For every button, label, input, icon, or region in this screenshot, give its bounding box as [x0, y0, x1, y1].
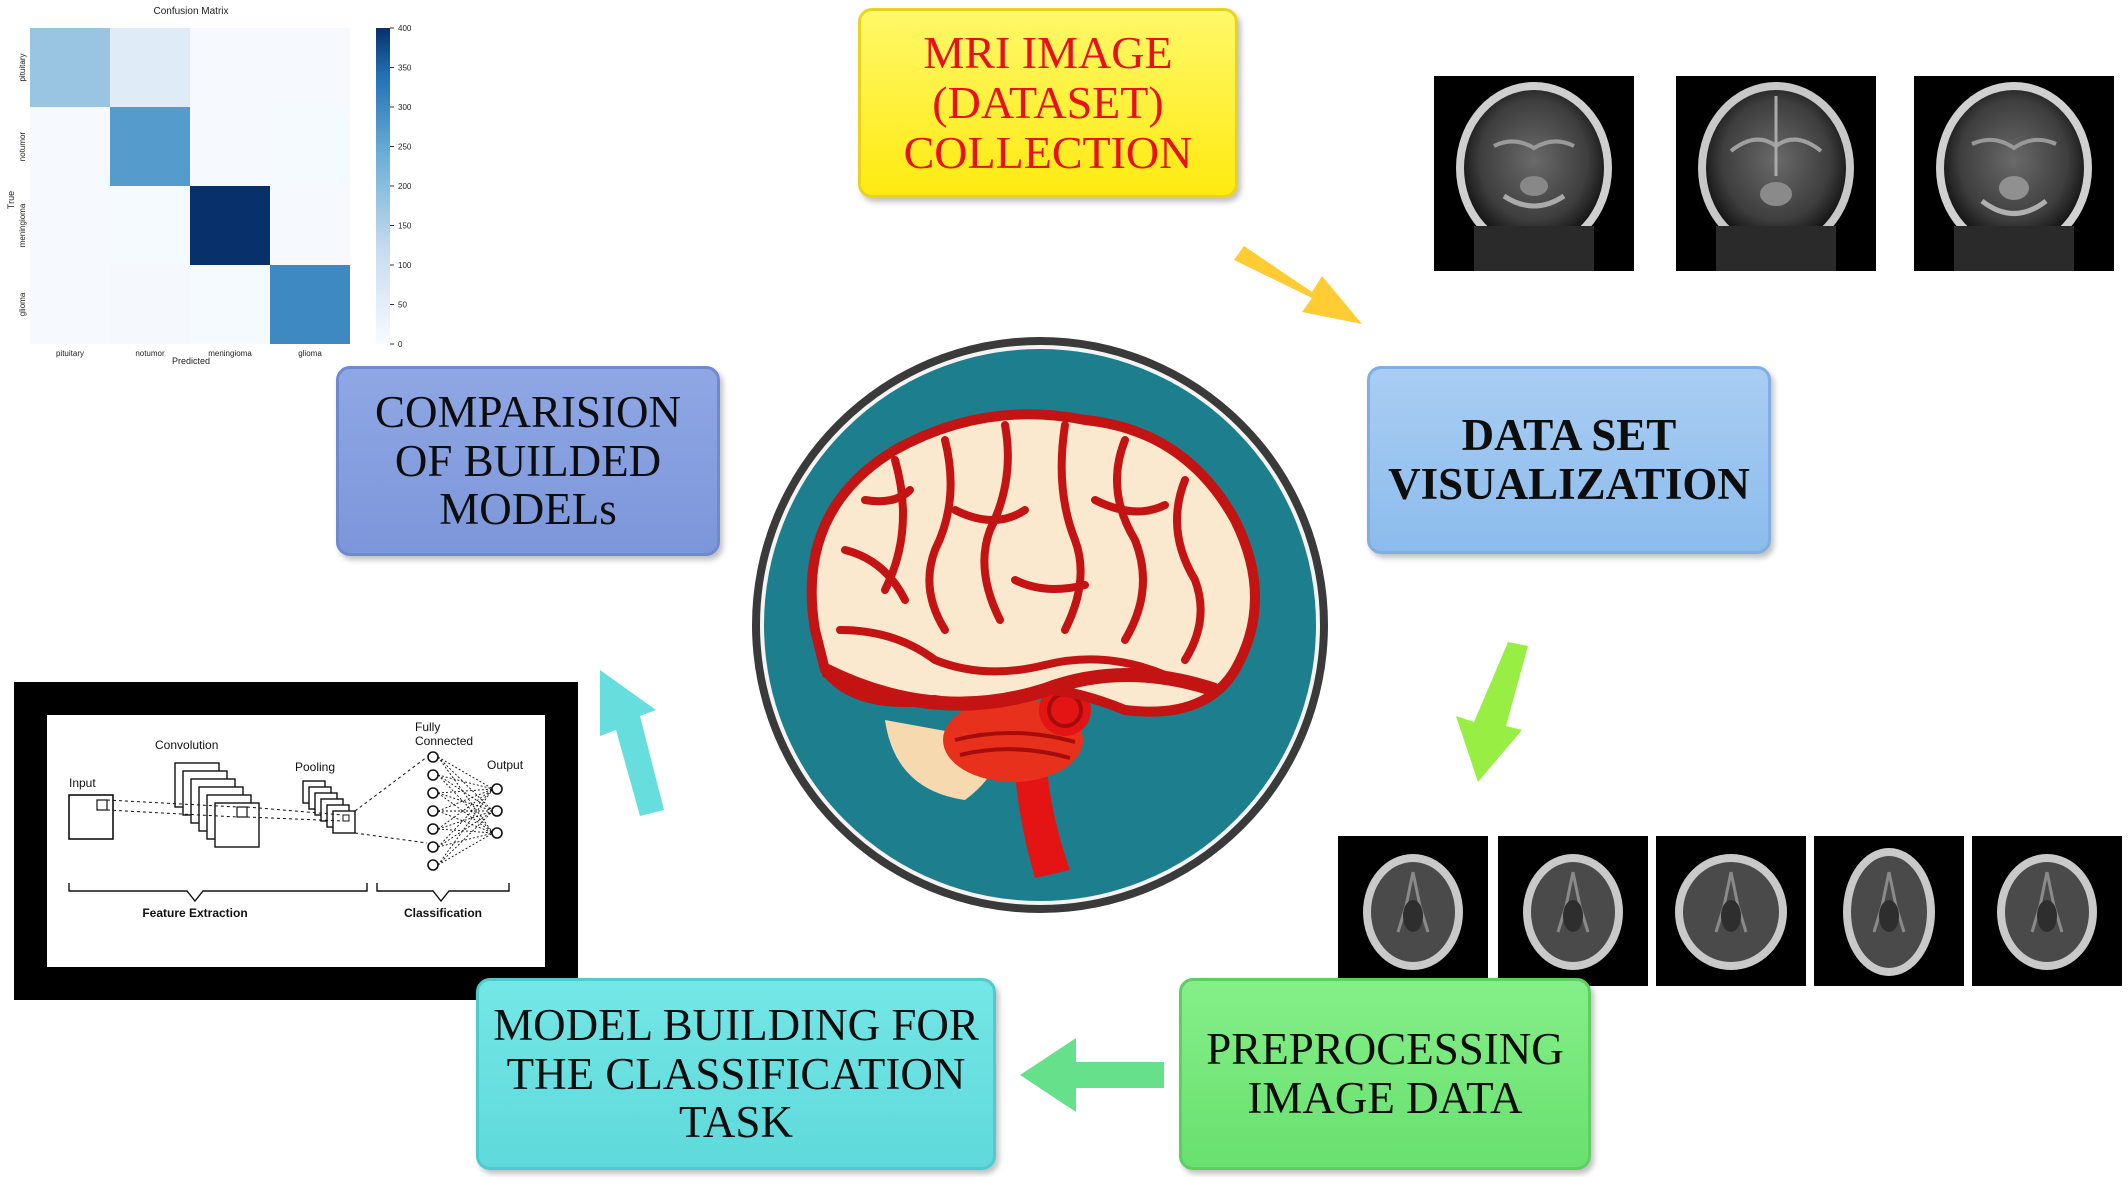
stage-mri-collection: MRI IMAGE (DATASET) COLLECTION — [858, 8, 1238, 198]
mri-axial-image — [1972, 836, 2122, 986]
mri-axial-image — [1656, 836, 1806, 986]
heatmap-cell — [110, 186, 190, 265]
stage-model-building: MODEL BUILDING FOR THE CLASSIFICATION TA… — [476, 978, 996, 1170]
stage-line: MRI IMAGE — [923, 27, 1173, 79]
output-nodes — [491, 783, 503, 839]
colorbar-tick-label: 150 — [398, 222, 412, 231]
stage-dataset-visualization: DATA SET VISUALIZATION — [1367, 366, 1771, 554]
heatmap-cell — [30, 265, 110, 344]
colorbar-tick-label: 50 — [398, 301, 407, 310]
cnn-label-feature-extraction: Feature Extraction — [142, 906, 247, 920]
mri-coronal-image — [1914, 76, 2114, 271]
stage-comparison: COMPARISION OF BUILDED MODELs — [336, 366, 720, 556]
mri-axial-image — [1498, 836, 1648, 986]
y-tick-label: pituitary — [18, 53, 27, 81]
x-tick-label: meningioma — [208, 349, 252, 358]
stage-line: IMAGE DATA — [1247, 1073, 1523, 1123]
stage-preprocessing: PREPROCESSING IMAGE DATA — [1179, 978, 1591, 1170]
mri-axial-image — [1338, 836, 1488, 986]
heatmap-cell — [190, 107, 270, 186]
cnn-label-connected: Connected — [415, 734, 473, 748]
cnn-label-output: Output — [487, 758, 524, 772]
colorbar-tick-label: 0 — [398, 340, 403, 349]
colorbar-tick-label: 350 — [398, 64, 412, 73]
mri-axial-image — [1814, 836, 1964, 986]
stage-line: DATA SET — [1461, 410, 1677, 461]
confusion-matrix: Confusion Matrix pituitary notumor meningi… — [6, 6, 412, 366]
heatmap-cell — [270, 186, 350, 265]
cnn-diagram-panel: Input Convolution Pooling — [14, 682, 578, 1000]
heatmap-cell — [30, 186, 110, 265]
arrow-mri-to-visualization — [1234, 246, 1362, 324]
stage-line: MODELs — [439, 484, 617, 535]
heatmap-cell — [30, 28, 110, 107]
stage-line: OF BUILDED — [394, 435, 662, 486]
arrow-preprocessing-to-model — [1020, 1038, 1164, 1112]
heatmap-cell — [110, 28, 190, 107]
fully-connected-nodes — [427, 751, 439, 871]
mri-coronal-image — [1676, 76, 1876, 271]
y-tick-label: meningioma — [18, 203, 27, 247]
cnn-diagram: Input Convolution Pooling — [42, 710, 550, 972]
y-tick-label: glioma — [18, 292, 27, 316]
stage-line: MODEL BUILDING FOR — [493, 1000, 979, 1051]
cnn-label-convolution: Convolution — [155, 738, 218, 752]
confusion-matrix-xlabel: Predicted — [172, 356, 210, 366]
colorbar — [376, 28, 390, 344]
confusion-matrix-title: Confusion Matrix — [153, 6, 228, 17]
heatmap-cell — [110, 107, 190, 186]
stage-line: COMPARISION — [375, 387, 681, 438]
heatmap-cell — [110, 265, 190, 344]
colorbar-tick-label: 250 — [398, 143, 412, 152]
stage-line: (DATASET) — [932, 77, 1164, 129]
heatmap-cell — [270, 107, 350, 186]
convolution-layers — [174, 762, 260, 848]
cnn-label-classification: Classification — [404, 906, 482, 920]
heatmap-cell — [190, 265, 270, 344]
arrow-model-to-comparison — [600, 670, 664, 816]
colorbar-tick-label: 200 — [398, 182, 412, 191]
pooling-layers — [302, 780, 356, 834]
colorbar-tick-label: 400 — [398, 24, 412, 33]
colorbar-tick-label: 300 — [398, 103, 412, 112]
stage-line: THE CLASSIFICATION — [506, 1048, 966, 1099]
cnn-label-input: Input — [69, 776, 96, 790]
x-tick-label: pituitary — [56, 349, 84, 358]
heatmap-cell — [270, 28, 350, 107]
colorbar-tick-label: 100 — [398, 261, 412, 270]
x-tick-label: glioma — [298, 349, 322, 358]
heatmap-cell — [30, 107, 110, 186]
stage-line: COLLECTION — [903, 126, 1193, 178]
brain-icon — [752, 337, 1328, 913]
heatmap-cell — [270, 265, 350, 344]
heatmap-cell — [190, 28, 270, 107]
stage-line: VISUALIZATION — [1388, 459, 1750, 509]
heatmap-cell — [190, 186, 270, 265]
arrow-visualization-to-preprocessing — [1456, 642, 1528, 782]
y-tick-label: notumor — [18, 131, 27, 161]
cnn-label-fully: Fully — [415, 720, 440, 734]
x-tick-label: notumor — [135, 349, 165, 358]
confusion-matrix-ylabel: True — [6, 191, 16, 209]
mri-coronal-image — [1434, 76, 1634, 271]
stage-line: TASK — [679, 1097, 793, 1148]
cnn-label-pooling: Pooling — [295, 760, 335, 774]
input-layer — [68, 794, 114, 840]
stage-line: PREPROCESSING — [1206, 1024, 1564, 1075]
